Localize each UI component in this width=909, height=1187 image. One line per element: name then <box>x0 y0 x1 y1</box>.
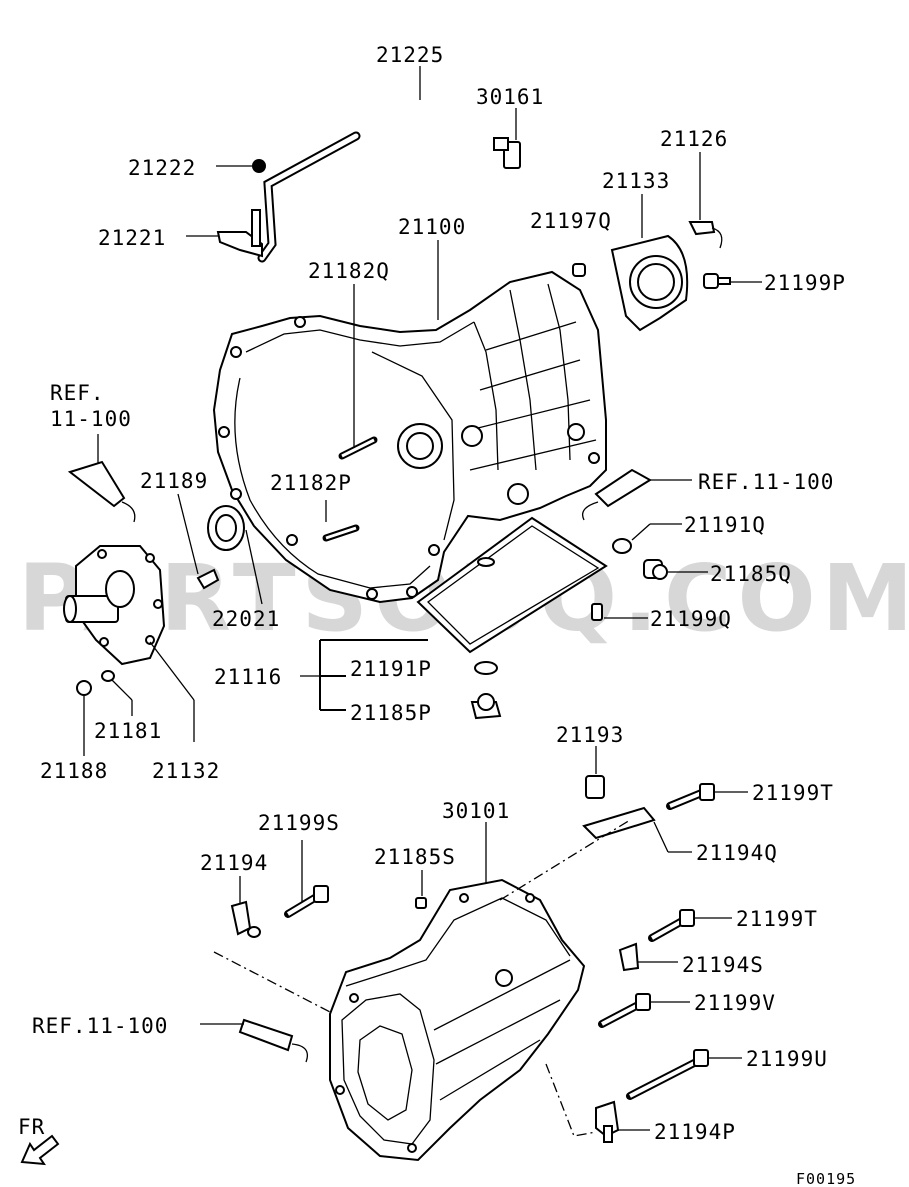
label-21126[interactable]: 21126 <box>660 127 728 151</box>
part-21199T-bolt-lower[interactable] <box>648 909 695 942</box>
label-ref-2[interactable]: REF.11-100 <box>698 470 834 494</box>
part-21191P-washer[interactable] <box>474 661 498 675</box>
label-21199Q[interactable]: 21199Q <box>650 607 732 631</box>
label-21100[interactable]: 21100 <box>398 215 466 239</box>
label-21182Q[interactable]: 21182Q <box>308 259 390 283</box>
part-21199T-bolt-upper[interactable] <box>666 783 715 810</box>
part-21199V-bolt[interactable] <box>598 993 651 1028</box>
sealant-tube-1 <box>67 460 136 523</box>
figure-id: F00195 <box>796 1170 856 1187</box>
label-21197Q[interactable]: 21197Q <box>530 209 612 233</box>
label-21225[interactable]: 21225 <box>376 43 444 67</box>
label-21199P[interactable]: 21199P <box>764 271 846 295</box>
alignment-line-bottom <box>545 1063 597 1137</box>
label-21199U[interactable]: 21199U <box>746 1047 828 1071</box>
part-21132-front-cover[interactable] <box>63 545 166 666</box>
label-21191Q[interactable]: 21191Q <box>684 513 766 537</box>
alignment-line-top <box>499 819 631 901</box>
part-21133-plate[interactable] <box>610 234 689 332</box>
label-21116[interactable]: 21116 <box>214 665 282 689</box>
part-21116-oil-pan[interactable] <box>416 516 608 654</box>
label-30101[interactable]: 30101 <box>442 799 510 823</box>
label-21191P[interactable]: 21191P <box>350 657 432 681</box>
label-21185Q[interactable]: 21185Q <box>710 562 792 586</box>
direction-label: FR <box>18 1115 45 1139</box>
part-21181-washer[interactable] <box>101 670 115 682</box>
part-30161-fitting[interactable] <box>493 137 521 169</box>
label-21193[interactable]: 21193 <box>556 723 624 747</box>
label-21182P[interactable]: 21182P <box>270 471 352 495</box>
part-21199S-bolt[interactable] <box>284 885 329 918</box>
label-21181[interactable]: 21181 <box>94 719 162 743</box>
part-21221-bracket[interactable] <box>216 209 263 258</box>
label-22021[interactable]: 22021 <box>212 607 280 631</box>
part-21185S-plug[interactable] <box>415 897 427 909</box>
breather-pipe[interactable] <box>257 131 361 263</box>
label-21194S[interactable]: 21194S <box>682 953 764 977</box>
label-21221[interactable]: 21221 <box>98 226 166 250</box>
label-21194[interactable]: 21194 <box>200 851 268 875</box>
part-21188-nut[interactable] <box>76 680 92 696</box>
part-30101-extension-housing[interactable] <box>329 878 586 1162</box>
label-30161[interactable]: 30161 <box>476 85 544 109</box>
part-21199Q-bolt[interactable] <box>591 603 603 621</box>
part-21191Q-washer[interactable] <box>612 538 632 554</box>
label-21132[interactable]: 21132 <box>152 759 220 783</box>
label-21194Q[interactable]: 21194Q <box>696 841 778 865</box>
part-21199U-bolt[interactable] <box>626 1049 709 1100</box>
label-21185P[interactable]: 21185P <box>350 701 432 725</box>
label-ref-1b[interactable]: 11-100 <box>50 407 132 431</box>
label-21222[interactable]: 21222 <box>128 156 196 180</box>
label-21194P[interactable]: 21194P <box>654 1120 736 1144</box>
part-21185P-plug[interactable] <box>470 693 502 720</box>
label-21188[interactable]: 21188 <box>40 759 108 783</box>
sealant-tube-3 <box>238 1018 309 1063</box>
part-21126-sensor[interactable] <box>688 221 723 249</box>
part-21194S-clip[interactable] <box>618 942 640 972</box>
label-21185S[interactable]: 21185S <box>374 845 456 869</box>
label-ref-3[interactable]: REF.11-100 <box>32 1014 168 1038</box>
part-21225-hose[interactable] <box>376 103 470 132</box>
label-ref-1a[interactable]: REF. <box>50 381 105 405</box>
label-21199T-b[interactable]: 21199T <box>736 907 818 931</box>
label-21199T-a[interactable]: 21199T <box>752 781 834 805</box>
part-22021-seal[interactable] <box>207 505 245 551</box>
label-21189[interactable]: 21189 <box>140 469 208 493</box>
part-21199P-bolt[interactable] <box>703 273 731 289</box>
part-21185Q-plug[interactable] <box>643 559 668 580</box>
label-21199S[interactable]: 21199S <box>258 811 340 835</box>
part-21100-transmission-case[interactable] <box>212 270 607 604</box>
label-21133[interactable]: 21133 <box>602 169 670 193</box>
part-21182Q-stud[interactable] <box>338 436 378 460</box>
part-21194-bracket[interactable] <box>230 900 261 938</box>
label-21199V[interactable]: 21199V <box>694 991 776 1015</box>
part-21193-clip[interactable] <box>585 775 605 799</box>
part-21194P-clip[interactable] <box>595 1100 620 1143</box>
part-21182P-stud[interactable] <box>322 524 360 542</box>
part-21222-cap[interactable] <box>252 159 266 173</box>
alignment-line-left <box>213 951 331 1013</box>
part-21194Q-bracket[interactable] <box>582 806 656 840</box>
part-21189-pin[interactable] <box>196 568 220 590</box>
part-21197Q-plug[interactable] <box>572 263 586 277</box>
front-arrow-icon <box>20 1134 60 1166</box>
